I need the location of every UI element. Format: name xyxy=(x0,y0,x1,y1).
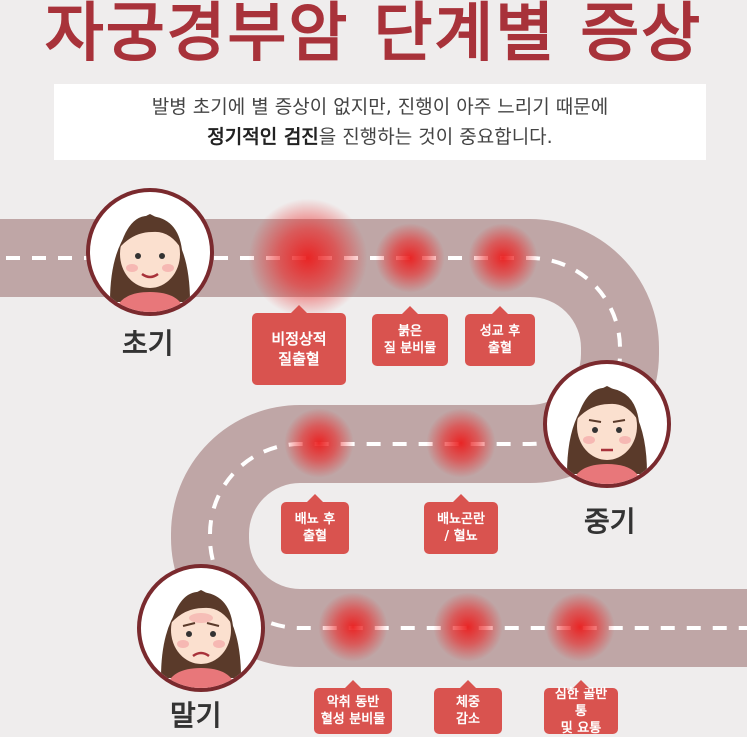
sad-woman-icon xyxy=(161,590,241,688)
symptom-tag: 체중 감소 xyxy=(434,680,502,734)
symptom-tag: 붉은 질 분비물 xyxy=(372,306,448,366)
symptom-glow xyxy=(248,198,368,318)
face-early-icon xyxy=(86,188,214,316)
symptom-tag: 비정상적 질출혈 xyxy=(252,305,346,385)
stage-label-late: 말기 xyxy=(170,699,222,732)
symptom-tag: 악취 동반 혈성 분비물 xyxy=(314,680,392,734)
intro-box: 발병 초기에 별 증상이 없지만, 진행이 아주 느리기 때문에 정기적인 검진… xyxy=(54,84,706,160)
face-middle-icon xyxy=(543,360,671,488)
smiling-woman-icon xyxy=(110,214,190,312)
symptom-glow xyxy=(545,592,615,662)
page-title: 자궁경부암 단계별 증상 xyxy=(44,0,703,71)
symptom-glow xyxy=(468,223,538,293)
stage-label-middle: 중기 xyxy=(584,505,636,538)
symptom-tag: 성교 후 출혈 xyxy=(465,306,535,366)
intro-line-2: 정기적인 검진을 진행하는 것이 중요합니다. xyxy=(54,122,706,152)
symptom-glow xyxy=(433,592,503,662)
symptom-glow xyxy=(375,223,445,293)
intro-line-2-rest: 을 진행하는 것이 중요합니다. xyxy=(318,126,553,148)
worried-woman-icon xyxy=(567,386,647,484)
symptom-glow xyxy=(426,408,496,478)
symptom-glow xyxy=(284,408,354,478)
symptom-tag: 배뇨 후 출혈 xyxy=(281,494,349,554)
symptom-tag: 배뇨곤란 / 혈뇨 xyxy=(424,494,498,554)
stage-label-early: 초기 xyxy=(122,327,174,360)
intro-emphasis: 정기적인 검진 xyxy=(207,126,319,148)
symptom-glow xyxy=(318,592,388,662)
face-late-icon xyxy=(137,564,265,692)
intro-line-1: 발병 초기에 별 증상이 없지만, 진행이 아주 느리기 때문에 xyxy=(151,96,609,118)
symptom-tag: 심한 골반통 및 요통 xyxy=(544,680,618,736)
